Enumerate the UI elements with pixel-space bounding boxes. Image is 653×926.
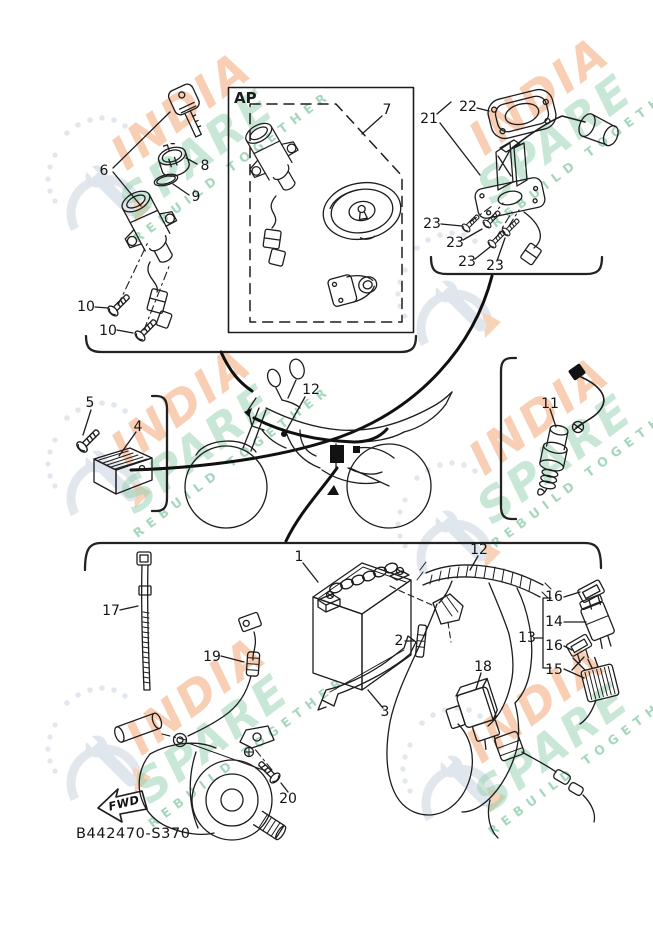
- key-drawing: [167, 83, 202, 138]
- fuel-sender-group: [460, 88, 619, 266]
- bolt-10a: [105, 290, 134, 319]
- ap-box-label: AP: [234, 89, 257, 107]
- motorcycle-outline: [184, 358, 453, 529]
- section-borders: [83, 255, 604, 572]
- fuel-cap-drawing: [322, 181, 402, 241]
- ecu-drawing: [93, 447, 153, 495]
- screw-23d: [500, 215, 523, 238]
- fuse-holder-14: [579, 594, 615, 650]
- seat-lock-drawing: [327, 274, 378, 307]
- plug-cap-drawing: [537, 424, 569, 496]
- fuse-group: [565, 578, 620, 725]
- ignition-switch-drawing: [107, 180, 192, 275]
- screw-23a: [460, 211, 483, 234]
- ap-box: [227, 86, 415, 334]
- relay-connector: [494, 730, 525, 762]
- fuse-holder-15: [580, 656, 620, 703]
- relay-drawing: [445, 677, 501, 751]
- fwd-arrow: [97, 788, 148, 823]
- o-ring-drawing: [153, 173, 179, 187]
- bolt-5: [74, 425, 104, 455]
- ecu-group: [74, 425, 153, 495]
- terminal-cover-drawing: [432, 593, 464, 625]
- bike-battery-mark: [330, 445, 344, 463]
- battery-band-drawing: [321, 635, 417, 707]
- ap-switch-drawing: [231, 112, 314, 202]
- battery-group: [97, 551, 620, 841]
- bike-harness-line: [252, 416, 389, 444]
- leader-lines: [82, 101, 587, 793]
- bolt-10b: [132, 315, 161, 344]
- starter-lead-drawing: [172, 611, 267, 772]
- plug-cap-group: [537, 363, 605, 496]
- cable-tie-drawing: [136, 551, 152, 691]
- lock-cylinder-drawing: [157, 143, 190, 177]
- flow-curves: [129, 274, 494, 543]
- battery-drawing: [312, 562, 412, 691]
- sender-base-drawing: [474, 177, 546, 219]
- drawing-code: B442470-S370: [76, 826, 191, 842]
- main-switch-group: [105, 83, 202, 344]
- wire-loops: [386, 603, 596, 839]
- float-drawing: [578, 113, 619, 147]
- starter-motor-drawing: [114, 712, 287, 841]
- harness-drawing: [416, 561, 552, 704]
- gasket-drawing: [487, 88, 557, 140]
